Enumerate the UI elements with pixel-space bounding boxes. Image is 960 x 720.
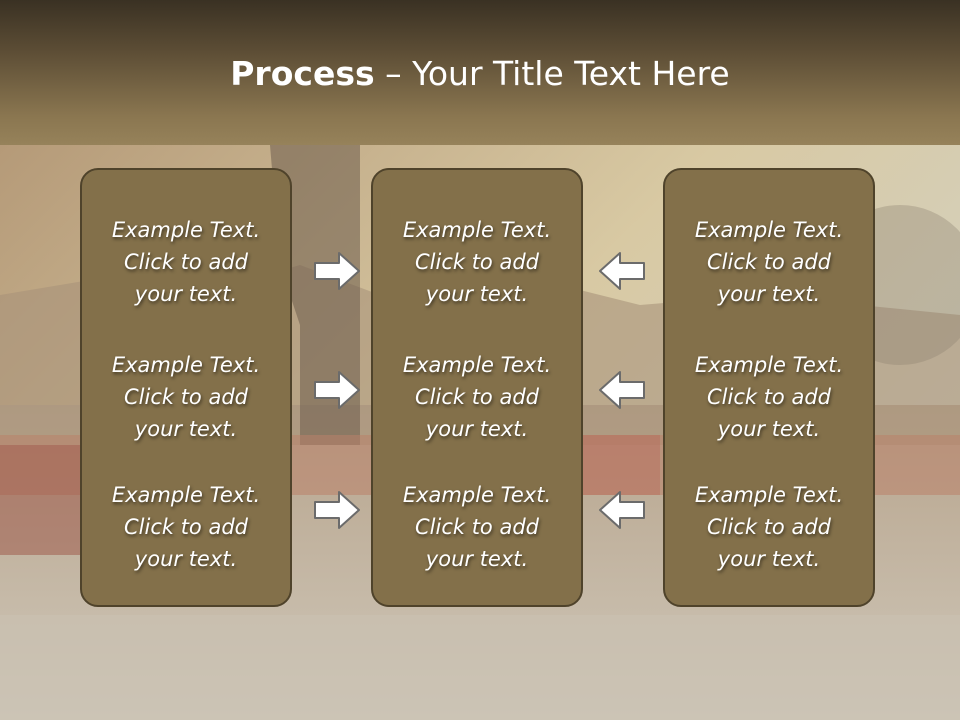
right-arrow-icon[interactable] bbox=[313, 369, 361, 411]
right-arrow-icon[interactable] bbox=[313, 250, 361, 292]
text-line: Click to add bbox=[414, 385, 539, 409]
text-line: Example Text. bbox=[402, 218, 552, 242]
text-line: Example Text. bbox=[111, 353, 261, 377]
process-box-left[interactable]: Example Text. Click to add your text. Ex… bbox=[80, 168, 292, 607]
left-arrow-icon[interactable] bbox=[598, 489, 646, 531]
text-line: your text. bbox=[717, 282, 821, 306]
text-block[interactable]: Example Text. Click to add your text. bbox=[82, 479, 290, 575]
text-line: Click to add bbox=[123, 250, 248, 274]
text-line: Click to add bbox=[414, 515, 539, 539]
title-bar: Process – Your Title Text Here bbox=[0, 0, 960, 145]
text-line: your text. bbox=[717, 417, 821, 441]
text-line: Example Text. bbox=[402, 353, 552, 377]
left-arrow-icon[interactable] bbox=[598, 369, 646, 411]
text-line: your text. bbox=[134, 547, 238, 571]
text-line: your text. bbox=[425, 417, 529, 441]
text-line: your text. bbox=[134, 417, 238, 441]
text-block[interactable]: Example Text. Click to add your text. bbox=[82, 214, 290, 310]
text-line: Click to add bbox=[706, 385, 831, 409]
title-bold: Process bbox=[230, 54, 375, 93]
slide-title[interactable]: Process – Your Title Text Here bbox=[0, 52, 960, 96]
text-line: Click to add bbox=[414, 250, 539, 274]
text-line: Example Text. bbox=[694, 353, 844, 377]
text-line: Example Text. bbox=[694, 218, 844, 242]
text-line: your text. bbox=[425, 547, 529, 571]
process-box-center[interactable]: Example Text. Click to add your text. Ex… bbox=[371, 168, 583, 607]
text-line: Click to add bbox=[123, 515, 248, 539]
right-arrow-icon[interactable] bbox=[313, 489, 361, 531]
left-arrow-icon[interactable] bbox=[598, 250, 646, 292]
text-block[interactable]: Example Text. Click to add your text. bbox=[665, 349, 873, 445]
text-block[interactable]: Example Text. Click to add your text. bbox=[665, 479, 873, 575]
text-line: Click to add bbox=[706, 250, 831, 274]
title-rest: – Your Title Text Here bbox=[374, 54, 730, 93]
text-line: your text. bbox=[134, 282, 238, 306]
text-line: Example Text. bbox=[694, 483, 844, 507]
text-line: your text. bbox=[717, 547, 821, 571]
text-line: Example Text. bbox=[111, 483, 261, 507]
text-block[interactable]: Example Text. Click to add your text. bbox=[373, 214, 581, 310]
text-block[interactable]: Example Text. Click to add your text. bbox=[82, 349, 290, 445]
text-block[interactable]: Example Text. Click to add your text. bbox=[665, 214, 873, 310]
process-box-right[interactable]: Example Text. Click to add your text. Ex… bbox=[663, 168, 875, 607]
text-line: Example Text. bbox=[402, 483, 552, 507]
text-line: Click to add bbox=[123, 385, 248, 409]
text-block[interactable]: Example Text. Click to add your text. bbox=[373, 349, 581, 445]
text-line: Click to add bbox=[706, 515, 831, 539]
text-block[interactable]: Example Text. Click to add your text. bbox=[373, 479, 581, 575]
text-line: Example Text. bbox=[111, 218, 261, 242]
text-line: your text. bbox=[425, 282, 529, 306]
